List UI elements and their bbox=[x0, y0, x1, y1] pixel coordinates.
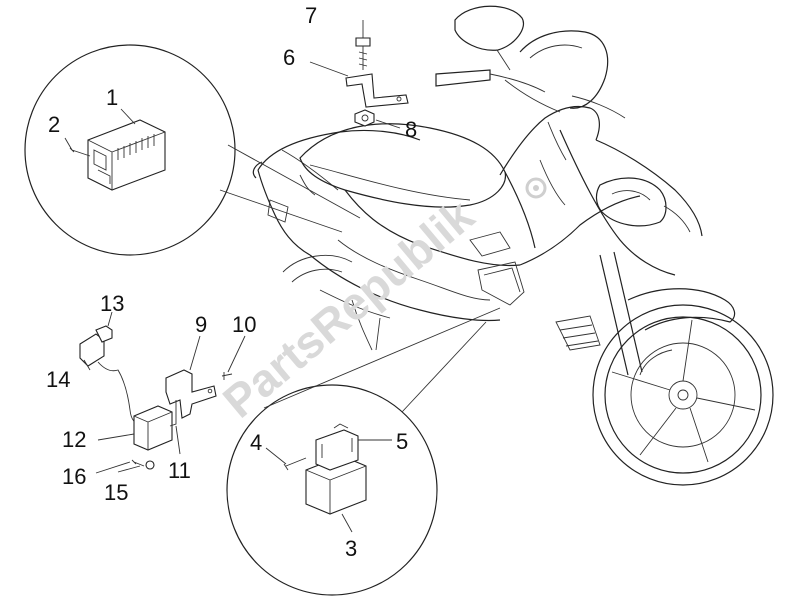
top-bracket-assembly bbox=[345, 37, 409, 127]
callout-11: 11 bbox=[168, 458, 191, 483]
seat bbox=[299, 123, 506, 208]
watermark-gear-icon bbox=[525, 177, 547, 199]
callout-1: 1 bbox=[106, 85, 118, 110]
callout-13: 13 bbox=[100, 291, 124, 316]
callout-8: 8 bbox=[405, 117, 417, 142]
handlebar bbox=[435, 69, 491, 87]
front-fork bbox=[599, 254, 629, 376]
module-12 bbox=[133, 405, 173, 451]
callout-10: 10 bbox=[232, 312, 256, 337]
callout-4: 4 bbox=[250, 430, 262, 455]
washer-16 bbox=[145, 460, 155, 470]
bracket-9 bbox=[165, 369, 217, 419]
watermark-text: PartsRepublik bbox=[213, 189, 484, 428]
windshield bbox=[519, 30, 609, 109]
callout-6: 6 bbox=[283, 45, 295, 70]
callout-2: 2 bbox=[48, 112, 60, 137]
scooter-drawing bbox=[252, 5, 774, 486]
mirror bbox=[454, 5, 524, 51]
voltage-regulator-part bbox=[87, 119, 166, 191]
callout-12: 12 bbox=[62, 427, 86, 452]
callout-3: 3 bbox=[345, 536, 357, 561]
leader-lines bbox=[64, 20, 401, 533]
ignition-assembly bbox=[79, 325, 233, 470]
bolt-7 bbox=[355, 37, 371, 47]
screw-15 bbox=[131, 459, 145, 467]
front-fairing bbox=[595, 139, 703, 237]
cdi-unit-part bbox=[305, 423, 367, 515]
screw-2 bbox=[69, 147, 91, 157]
callout-labels: 1 2 3 4 5 6 7 8 9 10 11 12 13 14 15 16 bbox=[46, 3, 417, 561]
detail-circle-cdi bbox=[226, 307, 501, 596]
front-wheel-tire bbox=[592, 304, 774, 486]
rear-wheel bbox=[282, 255, 353, 273]
callout-15: 15 bbox=[104, 480, 128, 505]
front-wheel-spokes bbox=[611, 319, 756, 463]
detail-circle-regulator bbox=[24, 44, 361, 256]
callout-16: 16 bbox=[62, 464, 86, 489]
connector-14 bbox=[79, 333, 105, 367]
nut-8 bbox=[354, 109, 375, 127]
callout-7: 7 bbox=[305, 3, 317, 28]
cap-13 bbox=[95, 325, 113, 343]
side-panel bbox=[309, 254, 501, 322]
bracket-6 bbox=[345, 73, 409, 108]
screw-4 bbox=[283, 457, 307, 471]
callout-14: 14 bbox=[46, 367, 70, 392]
front-fender bbox=[627, 288, 736, 331]
callout-9: 9 bbox=[195, 312, 207, 337]
watermark: PartsRepublik bbox=[213, 189, 484, 428]
callout-5: 5 bbox=[396, 429, 408, 454]
screw-10 bbox=[221, 372, 233, 380]
front-shield bbox=[499, 105, 600, 176]
